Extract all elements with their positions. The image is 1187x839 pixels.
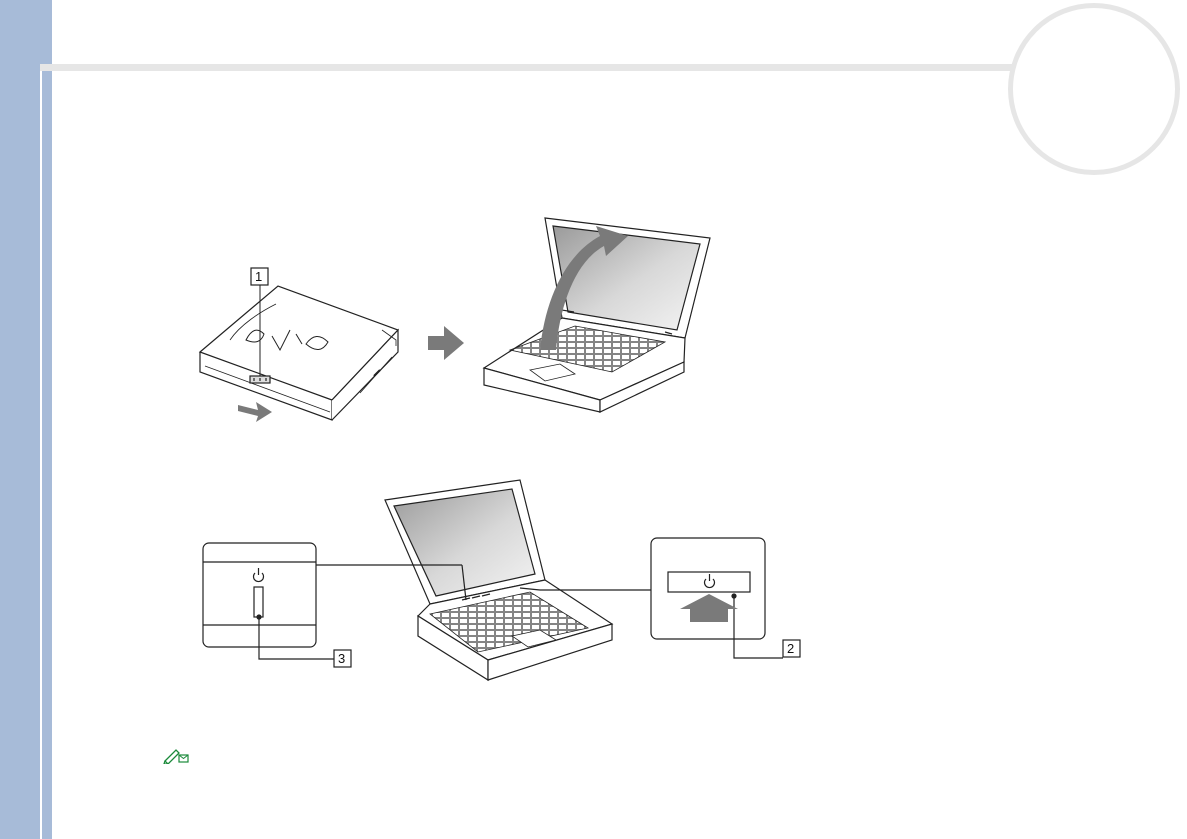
callout-label-latch: 1 [255,269,262,284]
slide-arrow-icon [238,402,272,422]
open-laptop-power [385,480,612,680]
callout-label-power-button: 2 [787,641,794,656]
closed-laptop [200,285,398,420]
callout-label-indicator: 3 [338,651,345,666]
note-pencil-icon [162,746,190,764]
right-arrow-icon [428,326,464,360]
